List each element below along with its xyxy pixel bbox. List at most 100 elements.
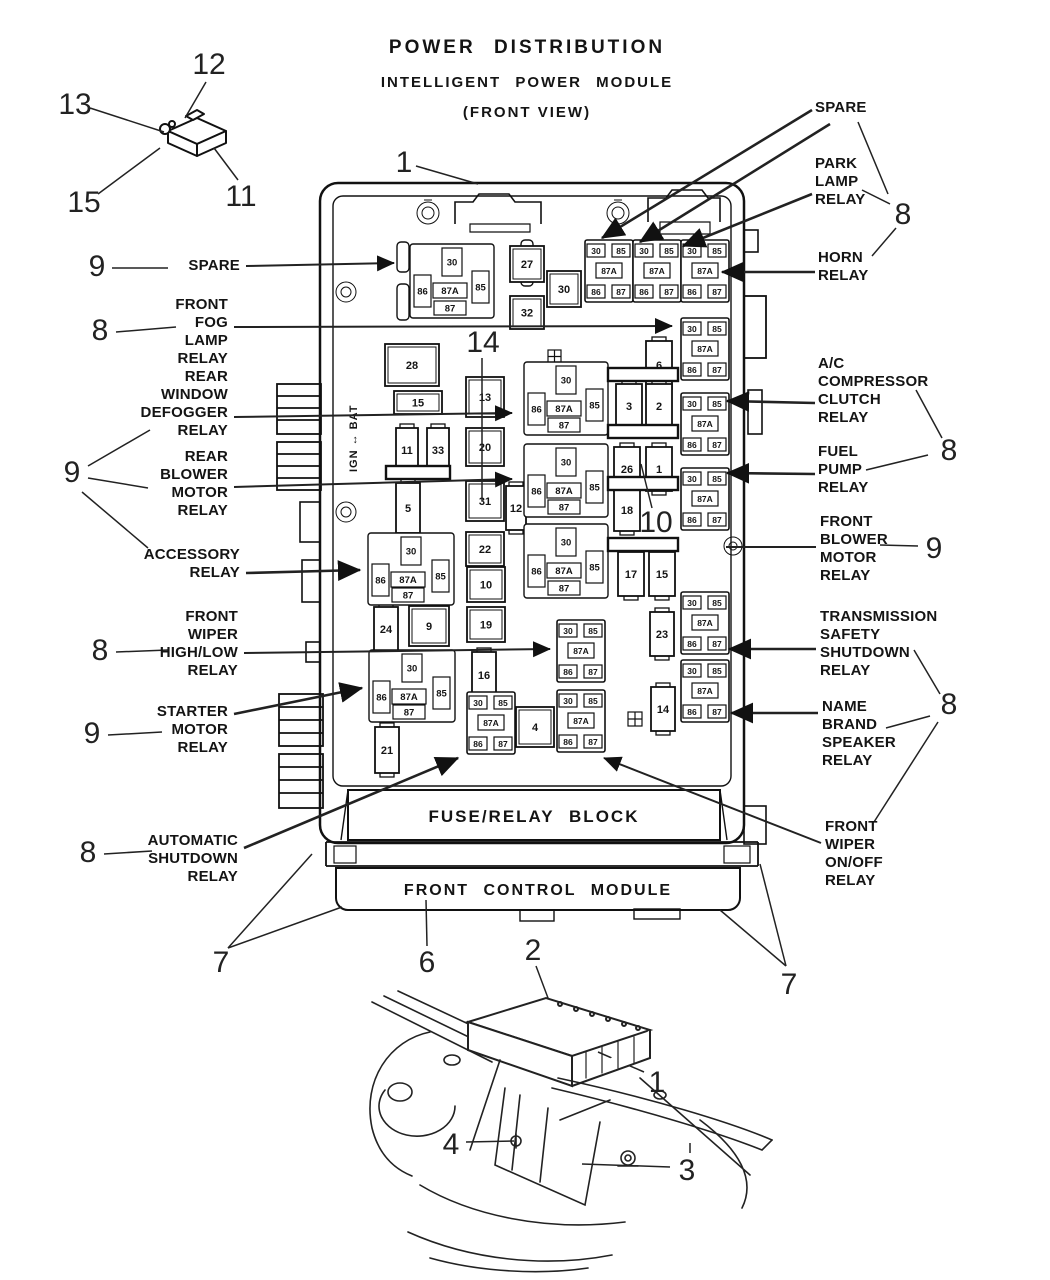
callout-connector [873, 721, 939, 823]
callout-number: 7 [781, 968, 798, 1001]
side-connector [278, 693, 324, 809]
bolt-icon [510, 1133, 522, 1149]
label-leader [233, 405, 513, 422]
label-line: FOG [195, 314, 228, 331]
callout-connector [915, 389, 943, 439]
callout-leader [227, 853, 313, 949]
fuse-label: 10 [480, 580, 492, 592]
relay-pin-87: 87 [559, 421, 570, 432]
relay-pin-85: 85 [712, 474, 722, 484]
fuse-label: 20 [479, 442, 491, 454]
nut-icon [617, 1150, 639, 1167]
relay-pin-87A: 87A [697, 344, 713, 354]
relay-pin-87A: 87A [573, 646, 589, 656]
relay-pin-86: 86 [687, 515, 697, 525]
label-line: A/C [818, 355, 844, 372]
label-line: RELAY [188, 662, 238, 679]
label-line: HORN [818, 249, 863, 266]
relay-pin-86: 86 [563, 737, 573, 747]
callout-leader [227, 906, 343, 949]
relay-pin-87: 87 [445, 304, 456, 315]
relay-pin-30: 30 [563, 696, 573, 706]
relay-pin-87: 87 [403, 591, 414, 602]
relay-pin-30: 30 [473, 698, 483, 708]
relay-pin-87: 87 [559, 503, 570, 514]
callout-connector [871, 227, 897, 257]
label-line: RELAY [190, 564, 240, 581]
callout-connector [861, 189, 891, 205]
relay-pin-86: 86 [531, 487, 542, 498]
relay-pin-87A: 87A [555, 404, 573, 415]
fuse-33: 33 [426, 423, 450, 477]
label-leader [233, 318, 673, 335]
label-leader [603, 756, 822, 844]
label-line: FRONT [175, 296, 228, 313]
relay-pin-85: 85 [435, 572, 446, 583]
fuse-label: 18 [621, 505, 633, 517]
relay-pin-86: 86 [639, 287, 649, 297]
callout-connector [865, 454, 929, 471]
label-line: WINDOW [161, 386, 229, 403]
label-line: LAMP [185, 332, 228, 349]
label-line: TRANSMISSION [820, 608, 937, 625]
callout-number: 14 [466, 326, 499, 359]
label-line: SHUTDOWN [820, 644, 910, 661]
relay-pin-30: 30 [591, 246, 601, 256]
callout-2: 2 [525, 934, 542, 967]
callout-connector [913, 649, 941, 695]
relay-pin-87A: 87A [697, 494, 713, 504]
fuse-label: 27 [521, 259, 533, 271]
label-line: SPARE [188, 257, 240, 274]
screw-boss-icon [335, 281, 357, 303]
bus-bar [606, 423, 680, 440]
callout-connector [885, 715, 931, 729]
label-line: ON/OFF [825, 854, 883, 871]
label-line: PUMP [818, 461, 862, 478]
fuse-label: 16 [478, 670, 490, 682]
callout-7: 7 [213, 946, 230, 979]
fuse-label: 5 [405, 503, 411, 515]
front-control-module-band [335, 867, 741, 922]
relay-pin-86: 86 [591, 287, 601, 297]
relay-pin-85: 85 [712, 399, 722, 409]
label-line: SAFETY [820, 626, 880, 643]
fuse-label: 2 [656, 401, 662, 413]
relay-pin-30: 30 [639, 246, 649, 256]
callout-number: 8 [92, 314, 109, 347]
relay-pin-30: 30 [687, 324, 697, 334]
callout-number: 8 [895, 198, 912, 231]
fuse-27: 27 [509, 245, 545, 283]
relay-pin-86: 86 [687, 639, 697, 649]
label-line: NAME [822, 698, 867, 715]
label-leader [243, 756, 460, 850]
callout-number: 9 [64, 456, 81, 489]
callout-connector [87, 429, 151, 467]
relay-pin-30: 30 [687, 666, 697, 676]
callout-leader [640, 463, 653, 509]
callout-8: 8 [941, 688, 958, 721]
relay-pin-87A: 87A [483, 718, 499, 728]
callout-leader [415, 165, 479, 185]
callout-number: 9 [84, 717, 101, 750]
label-line: RELAY [818, 479, 868, 496]
callout-leader [465, 1140, 515, 1143]
callout-number: 8 [941, 688, 958, 721]
relay-pin-86: 86 [563, 667, 573, 677]
label-line: PARK [815, 155, 857, 172]
fuse-label: 9 [426, 621, 432, 633]
fuse-31: 31 [465, 480, 505, 522]
relay-pin-86: 86 [531, 405, 542, 416]
callout-number: 2 [525, 934, 542, 967]
